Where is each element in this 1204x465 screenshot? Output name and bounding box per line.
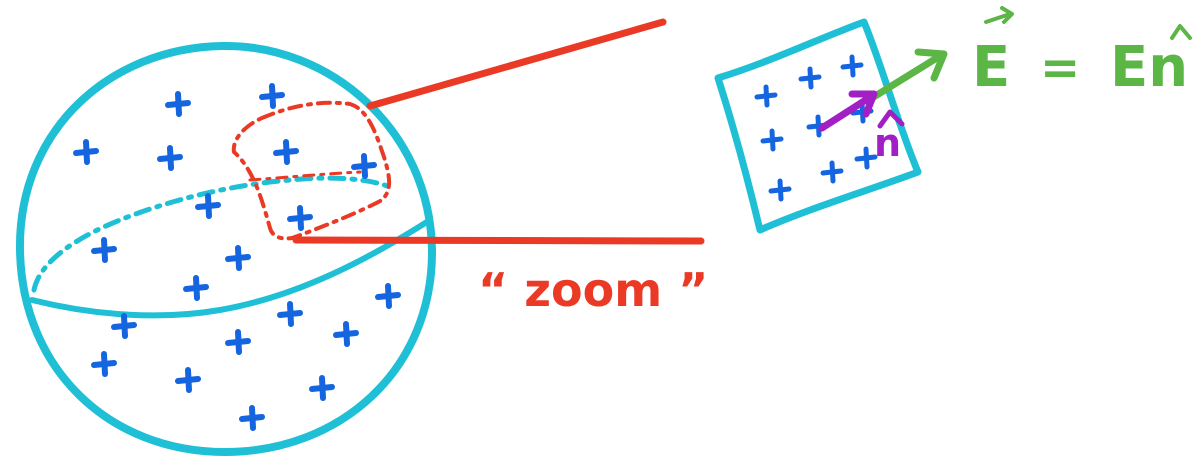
plus-charge-icon	[801, 69, 819, 87]
equation-equals: =	[1040, 40, 1080, 96]
plus-charge-icon	[198, 196, 218, 216]
equation-lhs: E	[972, 35, 1010, 100]
plus-charge-icon	[378, 286, 398, 306]
equation-rhs: En	[1110, 35, 1188, 100]
plus-charge-icon	[242, 408, 262, 428]
plus-charge-icon	[76, 142, 96, 162]
vector-arrow-icon	[986, 8, 1012, 22]
plus-charge-icon	[843, 57, 861, 75]
plus-charge-icon	[757, 87, 775, 105]
plus-charge-icon	[276, 142, 296, 162]
plus-charge-icon	[160, 148, 180, 168]
plus-charge-icon	[262, 86, 282, 106]
plus-charge-icon	[312, 378, 332, 398]
normal-vector-arrow	[822, 94, 874, 128]
plus-charge-icon	[823, 163, 841, 181]
plus-charge-icon	[178, 370, 198, 390]
zoom-label: “ zoom ”	[478, 263, 708, 317]
plus-charge-icon	[114, 316, 134, 336]
plus-charge-icon	[186, 278, 206, 298]
plus-charge-icon	[228, 332, 248, 352]
charges-patch	[757, 57, 875, 199]
plus-charge-icon	[763, 131, 781, 149]
equation: E = En	[972, 8, 1190, 100]
zoom-line-bottom	[296, 240, 701, 241]
plus-charge-icon	[336, 324, 356, 344]
plus-charge-icon	[290, 208, 310, 228]
plus-charge-icon	[94, 240, 114, 260]
plus-charge-icon	[94, 354, 114, 374]
plus-charge-icon	[168, 94, 188, 114]
normal-label: n	[874, 112, 902, 165]
plus-charge-icon	[228, 248, 248, 268]
zoom-line-top	[370, 22, 663, 106]
normal-text: n	[874, 121, 901, 165]
sphere-equator-front	[32, 220, 430, 315]
plus-charge-icon	[771, 181, 789, 199]
plus-charge-icon	[280, 304, 300, 324]
plus-charge-icon	[857, 149, 875, 167]
